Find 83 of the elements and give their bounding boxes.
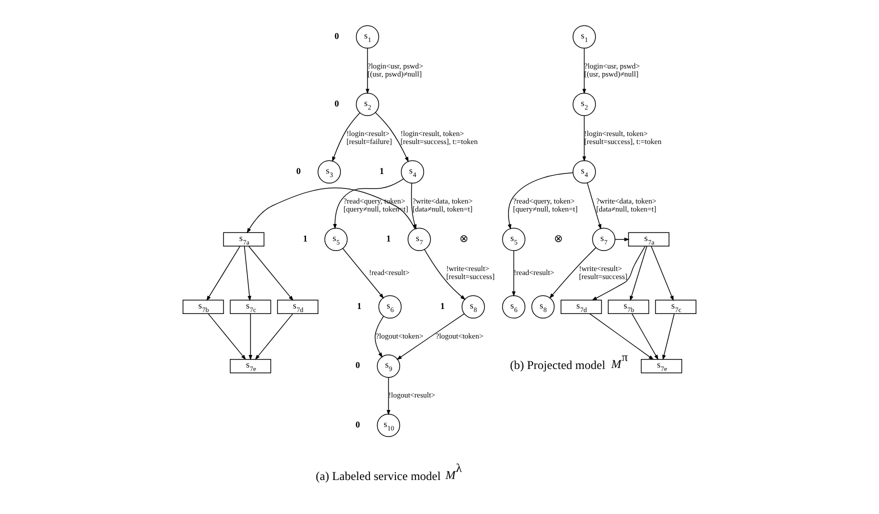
node-box: s$_{7e}$ (230, 359, 272, 374)
node-circle: s$_{7}$ (592, 228, 616, 251)
arrow (366, 48, 370, 94)
node-label: 0 (356, 419, 360, 430)
node-box: s$_{7c}$ (655, 300, 696, 314)
edge-label: !login<result> [result=failure] (346, 128, 392, 146)
arrow (396, 313, 465, 360)
arrow (582, 48, 586, 94)
label: ⊗ (554, 234, 563, 246)
node-circle: s$_{9}$ (376, 354, 400, 378)
arrow (508, 172, 574, 230)
node-circle: s$_{3}$ (318, 160, 341, 184)
node-box: s$_{7a}$ (628, 232, 670, 246)
node-box: s$_{7d}$ (560, 300, 602, 314)
edge-label: ?write<data, token> [data≠null, token=t] (412, 196, 473, 214)
node-circle: s$_{4}$ (400, 160, 424, 184)
arrow (254, 313, 294, 360)
arrow (592, 246, 646, 301)
label: ⊗ (459, 234, 468, 246)
arrow (614, 238, 630, 242)
arrow (662, 313, 675, 360)
arrow (246, 187, 416, 234)
arrow (208, 313, 246, 360)
node-circle: s$_{5}$ (502, 228, 526, 251)
node-circle: s$_{6}$ (378, 295, 402, 318)
node-circle: s$_{4}$ (572, 160, 596, 184)
arrow (248, 313, 252, 360)
node-label: 1 (357, 300, 362, 311)
node-circle: s$_{1}$ (356, 25, 380, 48)
node-circle: s$_{2}$ (356, 92, 380, 116)
node-label: 0 (356, 360, 360, 370)
node-label: 1 (303, 233, 308, 244)
arrow (206, 246, 240, 302)
node-box: s$_{7e}$ (640, 359, 682, 374)
node-label: 0 (334, 98, 339, 108)
node-circle: s$_{8}$ (462, 295, 485, 318)
node-label: 0 (296, 166, 301, 176)
arrow (424, 249, 466, 300)
node-box: s$_{7d}$ (277, 300, 318, 314)
node-label: 1 (386, 233, 391, 244)
node-label: 0 (334, 30, 339, 41)
arrow (333, 178, 404, 230)
arrow (586, 182, 602, 230)
node-box: s$_{7a}$ (223, 232, 264, 246)
edge-label: ?logout<token> (376, 331, 424, 340)
edge-label: !login<result, token> [result=success], t:=token (400, 128, 478, 146)
edge-label: !read<result> (369, 268, 410, 277)
arrow (374, 316, 384, 358)
edge-label: !logout<result> (388, 390, 436, 400)
arrow (342, 248, 384, 299)
edge-label: ?write<data, token> [data≠null, token=t] (596, 196, 656, 214)
node-box: s$_{7b}$ (182, 300, 224, 314)
arrow (375, 112, 409, 162)
node-label: 1 (440, 300, 445, 311)
arrow (582, 115, 586, 162)
edge-label: ?login<usr, pswd> [(usr, pswd)≠null] (584, 61, 640, 79)
node-circle: s$_{5}$ (324, 228, 348, 251)
node-label: 1 (380, 166, 384, 176)
edge-label: !write<result> [result=success] (579, 264, 628, 282)
arrow (549, 247, 596, 299)
edge-label: !write<result> [result=success] (446, 264, 495, 282)
node-circle: s$_{1}$ (572, 25, 596, 48)
node-circle: s$_{7}$ (408, 228, 431, 251)
node-box: s$_{7b}$ (608, 300, 650, 314)
arrow (589, 313, 654, 360)
node-circle: s$_{10}$ (376, 414, 400, 437)
node-box: s$_{7c}$ (230, 300, 272, 314)
arrow (248, 246, 294, 301)
edge-label: !read<result> (514, 268, 554, 277)
arrow (386, 377, 390, 416)
arrow (632, 313, 658, 360)
arrow (332, 112, 360, 162)
node-circle: s$_{8}$ (531, 295, 555, 318)
arrow (411, 182, 416, 230)
edge-label: ?logout<token> (436, 331, 484, 340)
node-circle: s$_{2}$ (572, 92, 596, 116)
edge-label: !login<result, token> [result=success], t:=token (584, 128, 662, 146)
arrow (244, 246, 252, 302)
arrow (650, 246, 674, 302)
node-circle: s$_{6}$ (502, 295, 526, 318)
edge-label: ?read<query, token> [query≠null, token=t] (513, 196, 578, 214)
arrow (512, 250, 516, 297)
arrow (630, 246, 648, 302)
